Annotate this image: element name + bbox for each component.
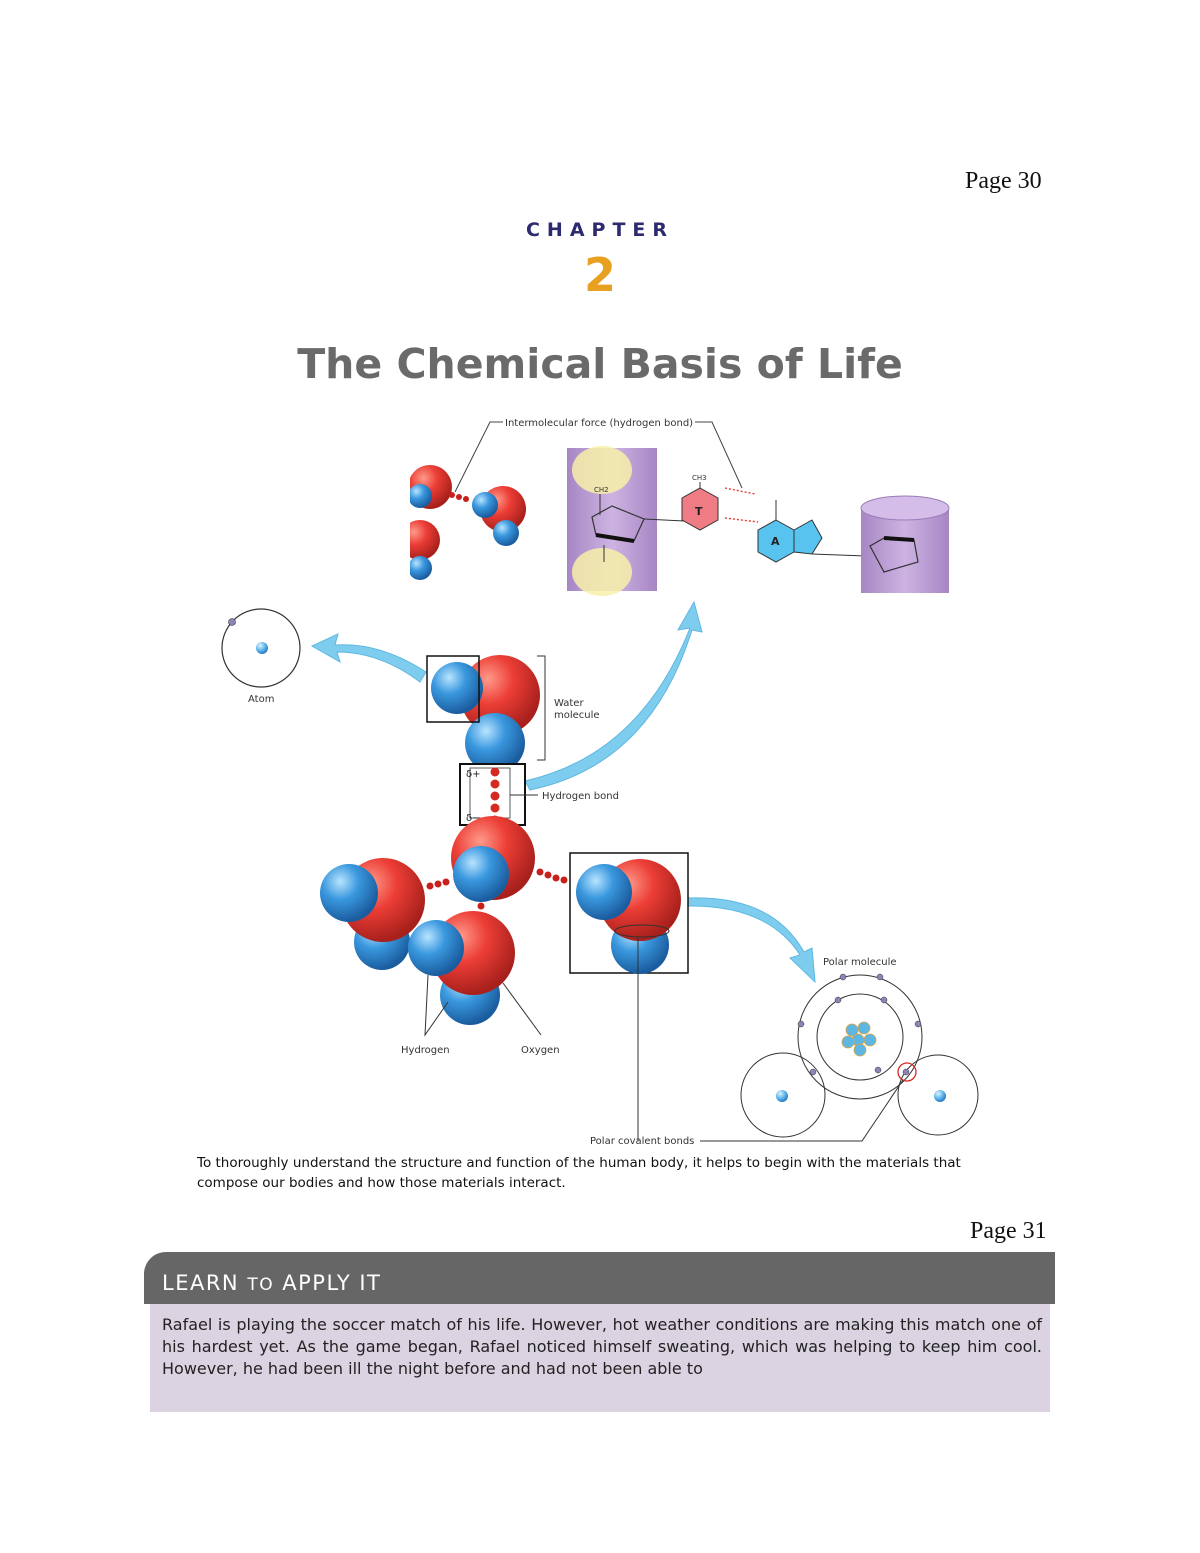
delta-plus-label: δ+ [466,769,481,780]
water-molecule-label-2: molecule [554,710,600,721]
arrows [310,600,816,984]
learn-to-apply-header: LEARN TO APPLY IT [144,1252,1055,1304]
intermolecular-force-label: Intermolecular force (hydrogen bond) [505,418,693,429]
atom-diagram [221,608,301,688]
polar-molecule-diagram [700,973,979,1142]
water-molecule-label-1: Water [554,698,584,709]
water-cluster-topleft [400,460,526,580]
title-part-learn: LEARN [162,1271,248,1295]
atom-label: Atom [248,694,274,705]
base-a-label: A [771,535,780,548]
dna-backbone-left: CH2 [567,446,685,596]
ch2-label: CH2 [594,486,609,494]
delta-minus-label: δ− [466,813,481,824]
page-number-30: Page 30 [965,168,1042,194]
chapter-label: CHAPTER [525,219,675,241]
oxygen-label: Oxygen [521,1045,560,1056]
polar-covalent-bonds-label: Polar covalent bonds [590,1136,694,1147]
learn-to-apply-text: Rafael is playing the soccer match of hi… [162,1315,1042,1378]
water-cluster-bottom [320,816,568,1025]
learn-to-apply-box: LEARN TO APPLY IT Rafael is playing the … [144,1252,1055,1412]
chapter-number: 2 [583,248,616,302]
hydrogen-label: Hydrogen [401,1045,450,1056]
chapter-title: The Chemical Basis of Life [297,340,903,388]
base-t-label: T [695,505,703,518]
hydrogen-bond-label: Hydrogen bond [542,791,619,802]
water-molecule-boxed [569,852,689,1141]
polar-molecule-label: Polar molecule [823,957,897,968]
ch3-label: CH3 [692,474,707,482]
figure-caption: To thoroughly understand the structure a… [197,1155,961,1191]
water-molecule-central [426,655,546,773]
learn-to-apply-title: LEARN TO APPLY IT [162,1271,381,1295]
learn-to-apply-body: Rafael is playing the soccer match of hi… [150,1304,1050,1412]
title-part-to: TO [247,1275,275,1295]
adenine-base: A [757,500,867,563]
title-part-apply-it: APPLY IT [274,1271,382,1295]
chemistry-figure: Intermolecular force (hydrogen bond) CH2… [221,418,979,1147]
page-number-31: Page 31 [970,1218,1047,1244]
thymine-base: T CH3 [681,474,719,531]
dna-backbone-right [860,495,950,593]
